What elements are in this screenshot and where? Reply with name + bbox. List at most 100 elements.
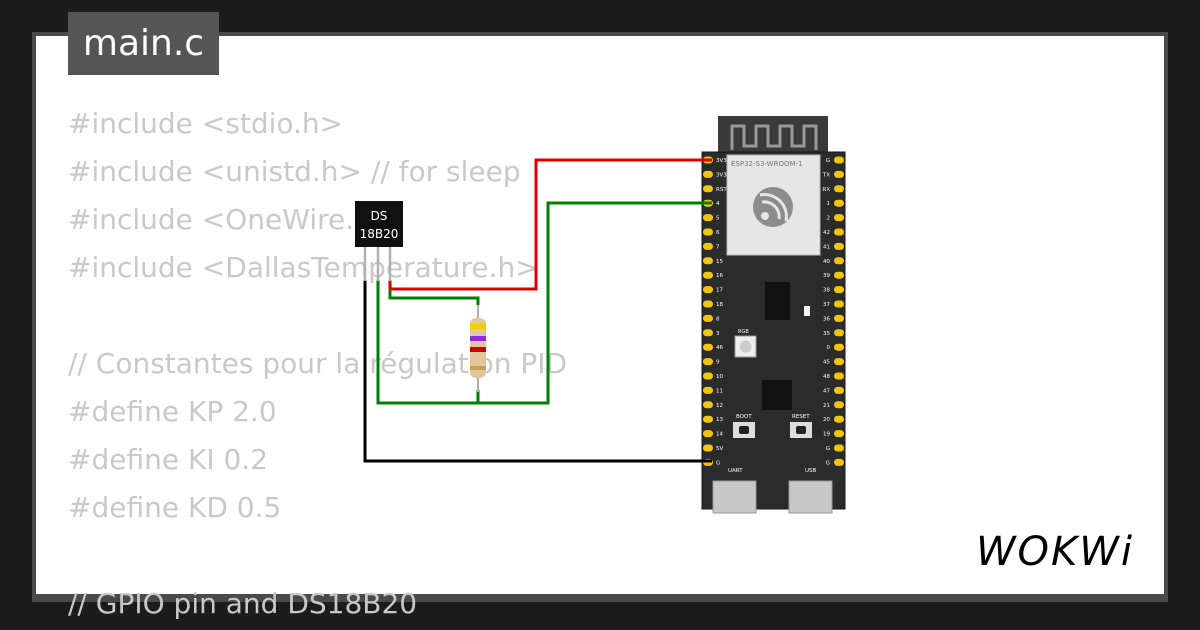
pin-right-3[interactable]	[834, 199, 844, 207]
pin-right-15[interactable]	[834, 372, 844, 380]
pin-label-left: RST	[716, 187, 727, 193]
pin-right-11[interactable]	[834, 314, 844, 322]
pin-label-right: 42	[823, 230, 830, 236]
pin-left-1[interactable]	[703, 170, 713, 178]
pin-right-13[interactable]	[834, 343, 844, 351]
pin-label-right: 2	[827, 216, 831, 222]
pin-label-left: 18	[716, 302, 723, 308]
pin-label-left: G	[716, 460, 720, 466]
pin-label-left: 9	[716, 360, 720, 366]
pin-right-1[interactable]	[834, 170, 844, 178]
code-line: #include <unistd.h> // for sleep	[68, 155, 521, 188]
pin-label-left: 10	[716, 374, 723, 380]
pin-label-left: 4	[716, 201, 720, 207]
pin-left-12[interactable]	[703, 329, 713, 337]
antenna	[718, 116, 828, 156]
ds18b20-sensor[interactable]: DS 18B20	[355, 201, 403, 281]
pin-label-right: G	[826, 446, 830, 452]
pin-left-8[interactable]	[703, 271, 713, 279]
pin-left-9[interactable]	[703, 286, 713, 294]
pin-left-19[interactable]	[703, 430, 713, 438]
pin-right-9[interactable]	[834, 286, 844, 294]
pin-label-right: 40	[823, 259, 830, 265]
pin-left-4[interactable]	[703, 214, 713, 222]
pin-right-14[interactable]	[834, 358, 844, 366]
file-tab[interactable]: main.c	[68, 12, 219, 75]
code-line: #include <stdio.h>	[68, 107, 344, 140]
pin-label-left: 16	[716, 273, 723, 279]
pin-left-14[interactable]	[703, 358, 713, 366]
led	[804, 306, 810, 316]
pin-left-10[interactable]	[703, 300, 713, 308]
pin-label-right: 1	[827, 201, 831, 207]
pin-right-5[interactable]	[834, 228, 844, 236]
sensor-label-line1: DS	[371, 209, 388, 223]
pin-right-2[interactable]	[834, 185, 844, 193]
resistor[interactable]	[470, 305, 486, 392]
wire-3v3[interactable]	[388, 158, 712, 291]
pin-label-right: G	[826, 460, 830, 466]
code-line: // GPIO pin and DS18B20	[68, 587, 418, 620]
pin-label-left: 5V	[716, 446, 723, 452]
uart-port[interactable]	[712, 480, 757, 514]
wire-ground[interactable]	[363, 280, 712, 463]
pin-label-right: 36	[823, 316, 830, 322]
wokwi-logo-text: WOKWi	[976, 529, 1134, 575]
pin-label-left: 46	[716, 345, 723, 351]
pin-right-18[interactable]	[834, 415, 844, 423]
pin-left-20[interactable]	[703, 444, 713, 452]
pin-label-right: 38	[823, 288, 830, 294]
pin-label-right: TX	[822, 172, 830, 178]
pin-label-right: 19	[823, 432, 830, 438]
chip	[765, 282, 790, 320]
pin-left-17[interactable]	[703, 401, 713, 409]
pin-left-15[interactable]	[703, 372, 713, 380]
pin-left-16[interactable]	[703, 386, 713, 394]
pin-right-4[interactable]	[834, 214, 844, 222]
wire-resistor-top[interactable]	[388, 289, 480, 305]
wire-data[interactable]	[376, 201, 712, 405]
pin-label-left: 7	[716, 244, 720, 250]
pin-left-5[interactable]	[703, 228, 713, 236]
pin-right-17[interactable]	[834, 401, 844, 409]
pin-left-13[interactable]	[703, 343, 713, 351]
pin-right-12[interactable]	[834, 329, 844, 337]
pin-label-right: G	[826, 158, 830, 164]
esp32-board[interactable]: ESP32-S3-WROOM-1 RGB BOOT RESET UART USB…	[701, 116, 846, 514]
pin-label-left: 3V3	[716, 172, 727, 178]
pin-right-10[interactable]	[834, 300, 844, 308]
pin-right-16[interactable]	[834, 386, 844, 394]
pin-left-6[interactable]	[703, 242, 713, 250]
pin-right-0[interactable]	[834, 156, 844, 164]
sensor-label-line2: 18B20	[360, 227, 399, 241]
pin-label-left: 15	[716, 259, 723, 265]
pin-right-21[interactable]	[834, 458, 844, 466]
pin-label-left: 14	[716, 432, 723, 438]
pin-label-right: 45	[823, 360, 830, 366]
pin-label-left: 8	[716, 316, 720, 322]
pin-left-7[interactable]	[703, 257, 713, 265]
pin-label-left: 12	[716, 403, 723, 409]
rgb-label: RGB	[738, 329, 749, 335]
antenna-trace	[730, 124, 818, 150]
code-line: // Constantes pour la régulation PID	[68, 347, 568, 380]
pin-left-11[interactable]	[703, 314, 713, 322]
pin-right-7[interactable]	[834, 257, 844, 265]
pin-label-right: 48	[823, 374, 830, 380]
pin-label-left: 13	[716, 417, 723, 423]
pin-right-19[interactable]	[834, 430, 844, 438]
pin-right-8[interactable]	[834, 271, 844, 279]
usb-port[interactable]	[788, 480, 833, 514]
pin-label-left: 3V3	[716, 158, 727, 164]
pin-right-20[interactable]	[834, 444, 844, 452]
usb-label: USB	[805, 468, 817, 474]
pin-label-right: 21	[823, 403, 830, 409]
espressif-logo-icon	[753, 187, 793, 227]
pin-left-18[interactable]	[703, 415, 713, 423]
pin-label-right: 39	[823, 273, 830, 279]
pin-left-2[interactable]	[703, 185, 713, 193]
pin-right-6[interactable]	[834, 242, 844, 250]
